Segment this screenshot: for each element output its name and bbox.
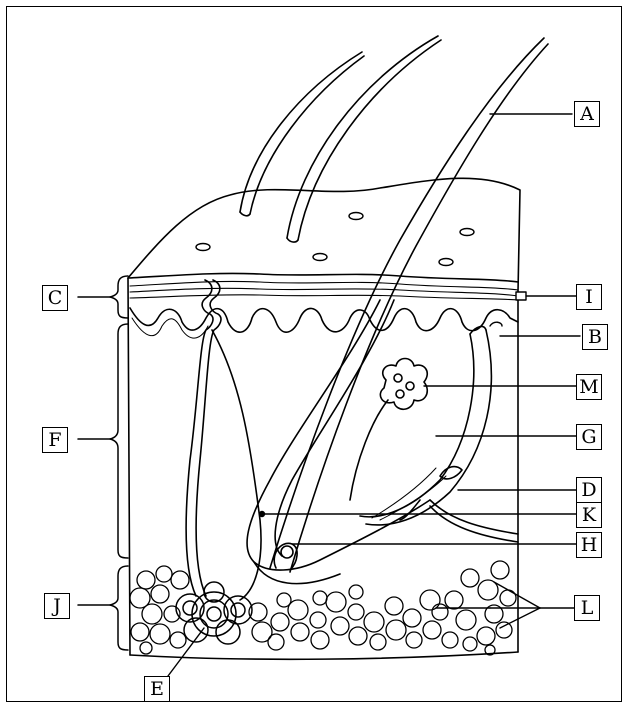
label-k: K (576, 502, 602, 528)
bracket-j (110, 566, 128, 650)
pores (196, 213, 474, 266)
label-l: L (574, 595, 600, 621)
epidermis-layers (128, 273, 518, 338)
label-a: A (574, 101, 600, 127)
label-g: G (576, 424, 602, 450)
sebaceous-gland (350, 359, 427, 501)
label-j: J (44, 593, 70, 619)
bracket-f (110, 324, 128, 558)
left-brackets (78, 276, 128, 650)
bracket-c (110, 276, 128, 318)
label-c: C (42, 285, 68, 311)
label-i: I (576, 284, 602, 310)
label-f: F (42, 427, 68, 453)
skin-block-outline (128, 178, 520, 659)
label-e: E (144, 676, 170, 702)
hair-follicle (247, 300, 430, 584)
arrector-pili-muscle (360, 327, 491, 525)
label-d: D (576, 477, 602, 503)
nerve-ending (400, 467, 518, 542)
label-b: B (582, 324, 608, 350)
sweat-gland-coil (176, 582, 252, 644)
label-h: H (576, 532, 602, 558)
label-m: M (576, 374, 602, 400)
